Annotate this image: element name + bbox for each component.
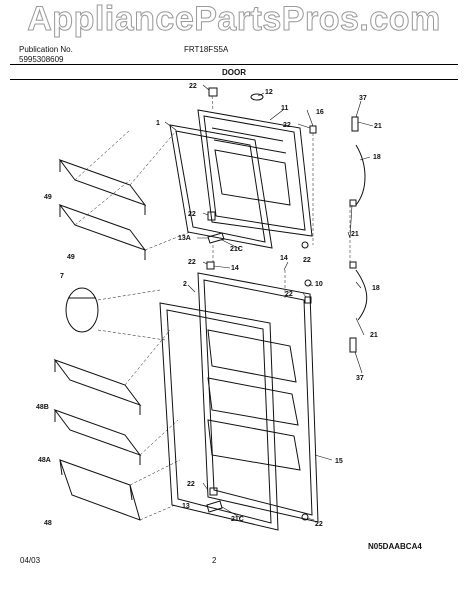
callout-48a: 48A [38,457,51,464]
callout-10: 10 [315,281,323,288]
callout-21: 21 [370,332,378,339]
callout-13: 13 [182,503,190,510]
callout-11: 11 [281,105,289,112]
callout-22: 22 [187,481,195,488]
callout-15: 15 [335,458,343,465]
callout-22: 22 [303,257,311,264]
callout-18: 18 [372,285,380,292]
publication-number: 5995308609 [19,55,64,64]
assembly-guide-lines [74,95,351,521]
callout-37: 37 [356,375,364,382]
freezer-door-panel [197,109,313,237]
handle-upper-18 [355,144,366,206]
callout-14: 14 [280,255,288,262]
callout-18: 18 [373,154,381,161]
callout-22: 22 [189,83,197,90]
freezer-door-gasket [169,124,273,249]
shelf-49-upper [58,158,147,215]
callout-22: 22 [188,211,196,218]
shelf-49-lower [58,203,147,260]
callout-22: 22 [283,122,291,129]
watermark-logo: AppliancePartsPros.com [27,0,441,39]
handle-lower-18 [355,269,368,321]
callout-21: 21 [351,231,359,238]
shelf-48b [53,358,142,415]
callout-1: 1 [156,120,160,127]
callout-22: 22 [285,291,293,298]
model-number: FRT18FS5A [184,45,229,54]
callout-16: 16 [316,109,324,116]
callout-13a: 13A [178,235,191,242]
callout-37: 37 [359,95,367,102]
callout-48: 48 [44,520,52,527]
callout-labels: 22 12 11 16 37 22 21 1 18 49 22 13A 21C … [36,83,382,528]
bin-48 [59,459,141,521]
callout-14: 14 [231,265,239,272]
callout-21c: 21C [230,246,243,253]
callout-22: 22 [315,521,323,528]
callout-21c: 21C [231,516,244,523]
publication-label: Publication No. [19,45,73,54]
dairy-tray-7 [65,287,99,333]
footer-date: 04/03 [20,556,41,565]
diagram-code: N05DAABCA4 [368,542,422,551]
footer-page: 2 [212,556,217,565]
callout-49: 49 [67,254,75,261]
fresh-food-door-gasket [159,302,279,531]
leader-lines [164,84,374,521]
section-title: DOOR [222,68,246,77]
callout-7: 7 [60,273,64,280]
fresh-food-door-panel [197,272,319,523]
callout-21: 21 [374,123,382,130]
title-rule [10,79,458,80]
callout-48b: 48B [36,404,49,411]
callout-12: 12 [265,89,273,96]
small-hardware [206,87,359,521]
callout-2: 2 [183,281,187,288]
callout-22: 22 [188,259,196,266]
callout-49: 49 [44,194,52,201]
header-rule [10,64,458,65]
shelf-48a [53,408,142,465]
